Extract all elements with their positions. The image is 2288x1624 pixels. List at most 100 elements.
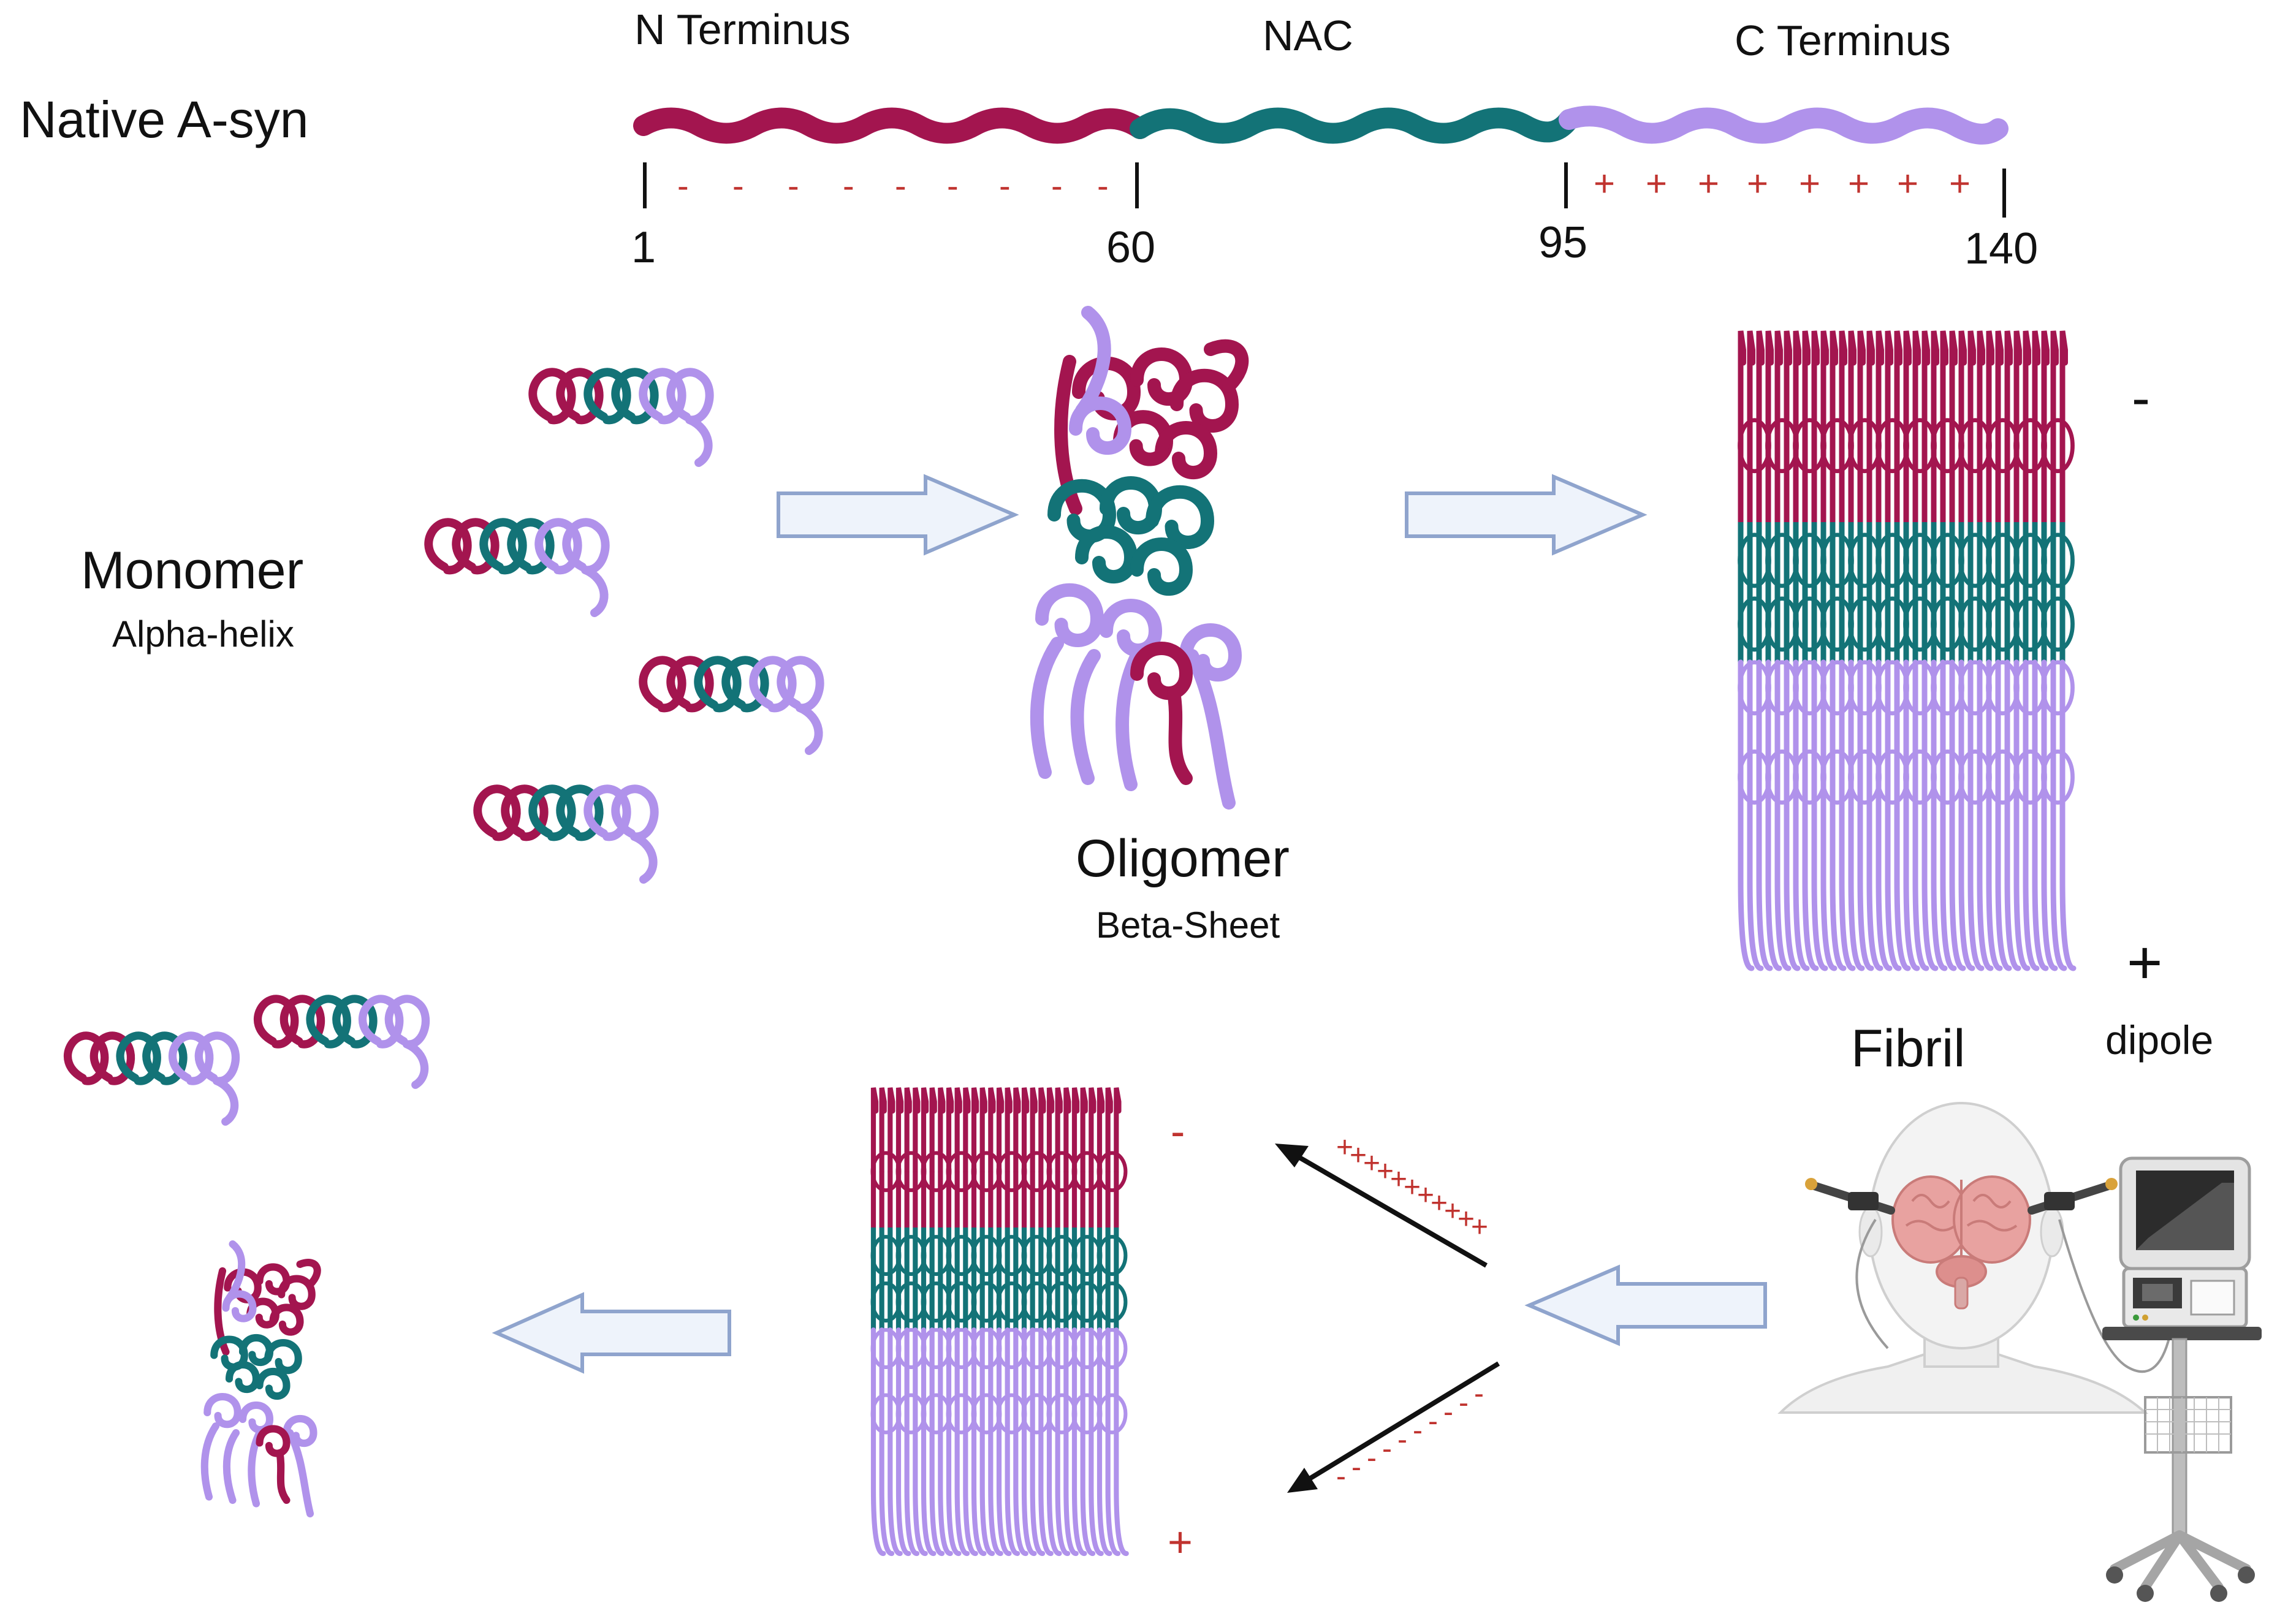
fibril-n-segment [1021,1087,1030,1174]
fibril-n-segment [1802,330,1811,449]
n-terminus-segment [633,107,1150,144]
fibril-n-segment [2023,330,2031,449]
fibril-loop [870,1328,902,1370]
fibril-n-segment [1811,330,1820,449]
fibril-loop [1021,1281,1052,1323]
fibril-loop [870,1235,902,1277]
fibril-n-segment [1105,1087,1113,1174]
fibril-c-segment [1811,659,1828,971]
disrupted-top-charge: - [1171,1107,1185,1155]
fibril-loop [1903,749,1937,805]
fibril-loop [1986,660,2020,716]
fibril-n-segment [1071,1087,1080,1174]
fibril-n-segment [1995,330,2004,449]
fibril-loop [1876,660,1909,716]
fibril-n-segment [1756,330,1765,449]
fibril-n-segment [1038,1087,1046,1174]
fibril-n-segment [979,1087,987,1174]
oligomer-strand [256,1425,291,1457]
lower-field-minus-sign: - [1336,1460,1346,1493]
fibril-n-segment [1055,1087,1063,1174]
fibril-loop [1021,1393,1052,1435]
native-strand [633,105,2009,145]
fibril-c-segment [870,1327,886,1557]
oligomer-strand [1030,637,1064,779]
fibril-loop [1986,749,2020,805]
helix-tail [796,704,823,755]
disrupted-bottom-charge: + [1168,1518,1193,1566]
fibril-loop [1931,533,1964,588]
lower-field-minus-sign: - [1428,1405,1438,1438]
fibril-c-segment [1063,1327,1079,1557]
fibril-loop [946,1328,977,1370]
fibril-loop [1848,418,1882,474]
upper-field-plus-sign: + [1336,1131,1353,1164]
fibril-c-segment [1894,659,1911,971]
fibril-c-segment [954,1327,970,1557]
fibril-loop [1848,660,1882,716]
lower-field-minus-sign: - [1397,1424,1407,1456]
lower-field-minus-sign: - [1367,1442,1377,1474]
oligomer-strand [1155,421,1218,479]
upper-field-plus-sign: + [1417,1179,1434,1212]
negative-charge-sign: - [788,166,799,205]
fibril-loop [895,1393,927,1435]
fibril-n-segment [1921,330,1930,449]
fibril-c-segment [1967,659,1985,971]
fibril-c-segment [1105,1327,1121,1557]
fibril-loop [1793,418,1826,474]
oligomer-strand [200,1422,220,1501]
fibril-title: Fibril [1851,1019,1965,1078]
fibril-loop [1046,1328,1077,1370]
negative-charge-row: --------- [677,166,1109,205]
cart-shelf [2102,1327,2262,1340]
nac-label: NAC [1263,12,1353,59]
fibril-c-segment [2032,659,2049,971]
fibril-loop [895,1235,927,1277]
fibril-loop [921,1151,952,1193]
fibril-n-segment [1774,330,1783,449]
fibril-c-segment [1021,1327,1037,1557]
oligomer-strand [1170,368,1239,433]
fibril-loop [1876,749,1909,805]
fibril-loop [2041,418,2075,474]
fibril-top-charge: - [2132,368,2150,429]
upper-field-plus-sign: + [1390,1163,1407,1196]
negative-charge-sign: - [947,166,959,205]
lower-field-minus-sign: - [1459,1387,1469,1419]
fibril-n-segment [1089,1087,1096,1174]
fibril-n-segment [1894,330,1902,449]
fibril-n-segment [1063,1087,1071,1174]
fibril-loop [1848,749,1882,805]
fibril-n-segment [1765,330,1774,449]
fibril-n-segment [1912,330,1921,449]
oligomer-strand [210,1335,248,1371]
arrow-monomer-to-oligomer [777,474,1019,556]
oligomer-strand [296,1259,321,1289]
arrow-field-to-disrupted [1524,1264,1767,1346]
fibril-loop [2041,596,2075,652]
fibril-n-segment [1967,330,1976,449]
cart-pole [2172,1338,2187,1539]
fibril-c-segment [2050,659,2067,971]
fibril-c-segment [1820,659,1838,971]
residue-60: 60 [1106,223,1155,272]
fibril-loop [1096,1281,1128,1323]
fibril-loop [946,1151,977,1193]
fibril-loop [1046,1235,1077,1277]
fibril-n-segment [1784,330,1792,449]
fibril-n-segment [2013,330,2022,449]
fibril-loop [1765,418,1799,474]
fibril-c-segment [1949,659,1966,971]
fibril-c-segment [1030,1327,1046,1557]
oligomer-strand [225,1361,260,1394]
alpha-helix-monomer [253,995,430,1089]
fibril-c-segment [1830,659,1847,971]
fibril-loop [996,1281,1027,1323]
fibril-loop [1986,596,2020,652]
helix-tail [212,1077,239,1126]
fibril-loop [1931,418,1964,474]
fibril-c-segment [1738,659,1755,971]
fibril-n-segment [1030,1087,1038,1174]
